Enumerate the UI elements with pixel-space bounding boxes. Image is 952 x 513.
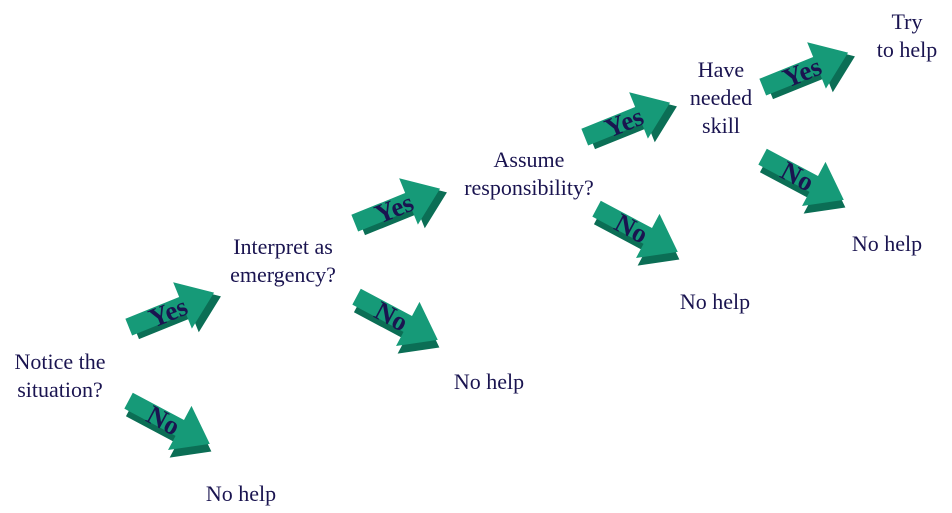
outcome-no-help-1: No help bbox=[205, 481, 277, 506]
outcome-try-to-help: Try to help bbox=[876, 9, 938, 62]
yes-arrow-1: Yes bbox=[119, 268, 228, 354]
question-assume-responsibility: Assume responsibility? bbox=[464, 147, 594, 200]
no-arrow-3: No bbox=[583, 187, 693, 280]
outcome-no-help-3: No help bbox=[679, 289, 751, 314]
question-interpret-emergency: Interpret as emergency? bbox=[230, 234, 336, 287]
yes-arrow-4: Yes bbox=[753, 28, 862, 114]
no-arrow-4: No bbox=[749, 135, 859, 228]
yes-arrow-2: Yes bbox=[345, 164, 454, 250]
outcome-no-help-2: No help bbox=[453, 369, 525, 394]
question-notice-situation: Notice the situation? bbox=[14, 349, 106, 402]
outcome-no-help-4: No help bbox=[851, 231, 923, 256]
yes-arrow-3: Yes bbox=[575, 78, 684, 164]
no-arrow-1: No bbox=[115, 379, 225, 472]
no-arrow-2: No bbox=[343, 275, 453, 368]
question-have-needed-skill: Have needed skill bbox=[689, 57, 753, 138]
